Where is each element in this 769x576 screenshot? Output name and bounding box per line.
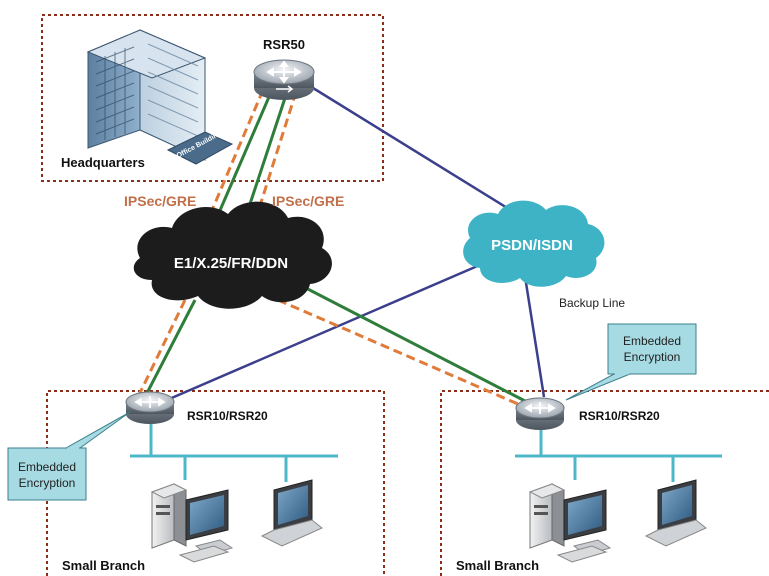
green-link-hq-wan-a — [216, 89, 274, 216]
wan-cloud: E1/X.25/FR/DDN — [133, 201, 332, 309]
ipsec-tunnel-hq-b — [256, 91, 298, 213]
small-branch-right-label: Small Branch — [456, 558, 539, 573]
lan-left — [130, 418, 338, 482]
callout-left-line2: Encryption — [19, 476, 76, 490]
psdn-cloud-label: PSDN/ISDN — [491, 237, 573, 254]
links — [136, 86, 546, 406]
backup-link-psdn-right — [522, 269, 546, 398]
callout-right: Embedded Encryption — [565, 323, 697, 401]
backup-link-psdn-left — [159, 256, 497, 405]
small-branch-right-site: Small Branch — [440, 390, 769, 576]
wan-cloud-label: E1/X.25/FR/DDN — [174, 255, 288, 272]
callout-left: Embedded Encryption — [7, 411, 131, 501]
headquarters-border — [41, 14, 384, 182]
ipsec-tunnel-wan-left — [136, 299, 187, 398]
ipsec-tunnel-hq-a — [208, 89, 265, 216]
ipsec-tunnel-wan-right — [277, 298, 519, 406]
branch-right-router-icon — [515, 397, 565, 430]
office-building-icon: Office Building — [86, 29, 234, 165]
callout-right-line1: Embedded — [623, 334, 681, 348]
callout-left-line1: Embedded — [18, 460, 76, 474]
branch-left-desktop-icon — [150, 483, 234, 563]
callout-right-line2: Encryption — [624, 350, 681, 364]
branch-right-laptop-icon — [644, 479, 707, 547]
rsr50-label: RSR50 — [263, 37, 305, 52]
backup-line-label: Backup Line — [559, 296, 625, 310]
ipsec-gre-label-right: IPSec/GRE — [272, 193, 344, 209]
green-link-wan-right — [299, 283, 526, 403]
rsr50-router-icon — [253, 59, 315, 100]
small-branch-right-border — [440, 390, 769, 576]
branch-left-router-icon — [125, 391, 175, 424]
ipsec-gre-label-left: IPSec/GRE — [124, 193, 196, 209]
backup-link-hq-psdn — [312, 86, 531, 224]
small-branch-left-label: Small Branch — [62, 558, 145, 573]
headquarters-label: Headquarters — [61, 155, 145, 170]
lan-right — [515, 424, 722, 482]
branch-right-desktop-icon — [528, 483, 612, 563]
branch-right-router-label: RSR10/RSR20 — [579, 409, 660, 423]
psdn-cloud: PSDN/ISDN — [463, 200, 605, 287]
branch-left-laptop-icon — [260, 479, 323, 547]
headquarters-site: Headquarters — [41, 14, 384, 182]
branch-left-router-label: RSR10/RSR20 — [187, 409, 268, 423]
green-link-hq-wan-b — [246, 91, 289, 211]
green-link-wan-left — [144, 299, 197, 396]
